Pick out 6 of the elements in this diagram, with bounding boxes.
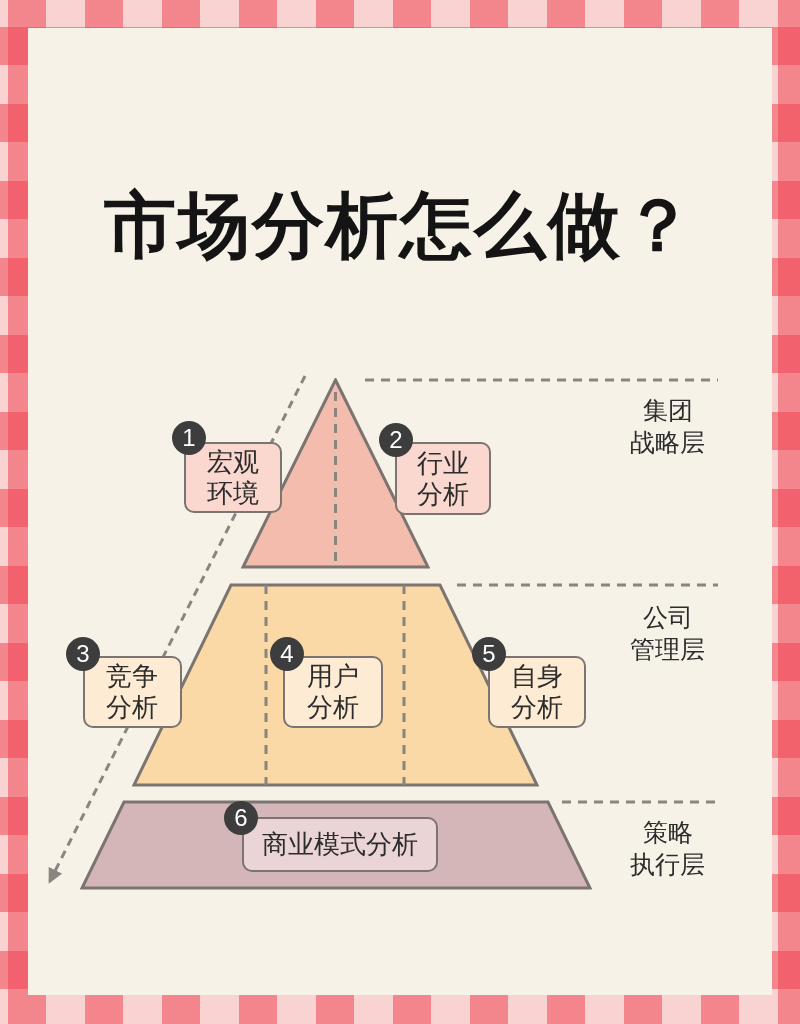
pyramid-tier (80, 800, 592, 890)
tier-label: 集团战略层 (630, 395, 706, 458)
tier-label: 策略执行层 (630, 817, 706, 880)
tier-label: 公司管理层 (630, 602, 706, 665)
pyramid-tier (132, 583, 539, 787)
title: 市场分析怎么做？ (103, 184, 697, 267)
